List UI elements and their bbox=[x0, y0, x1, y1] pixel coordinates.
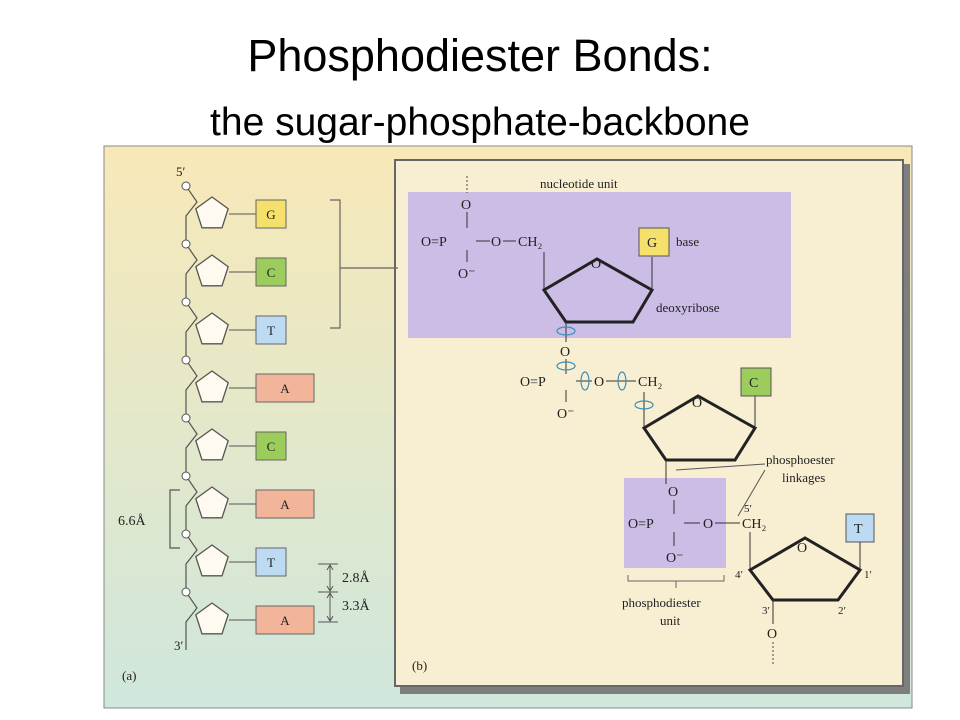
base-box-C bbox=[255, 257, 287, 287]
pos-2-label: 2′ bbox=[838, 605, 846, 617]
sugar-1-ring bbox=[541, 257, 655, 324]
p3-oxygen-minus: O⁻ bbox=[666, 551, 684, 566]
phosphate-bead bbox=[181, 239, 191, 249]
sugar1-ch2: CH₂ bbox=[518, 235, 542, 250]
phosphodiester-unit-highlight bbox=[624, 478, 726, 568]
phosphate-bead bbox=[181, 297, 191, 307]
base-G-letter: G bbox=[647, 236, 657, 251]
base-label: base bbox=[676, 234, 699, 249]
p3-ester-oxygen: O bbox=[703, 517, 713, 532]
base-letter: C bbox=[267, 265, 276, 280]
panel-b: nucleotide unit O O=P O CH₂ O⁻ O G base … bbox=[408, 176, 875, 673]
pos-4-label: 4′ bbox=[735, 569, 743, 581]
diester-line1: phosphodiester bbox=[622, 595, 701, 610]
base-letter: C bbox=[267, 439, 276, 454]
base-box-A bbox=[255, 605, 315, 635]
linkage-pointers bbox=[675, 463, 766, 517]
linkages-line1: phosphoester bbox=[766, 452, 835, 467]
sugar2-ring-oxygen: O bbox=[692, 396, 702, 411]
sugar-pentagon bbox=[195, 544, 229, 577]
base-letter: G bbox=[266, 207, 275, 222]
p3-double-oxygen: O=P bbox=[628, 517, 654, 532]
p1-ester-oxygen: O bbox=[491, 235, 501, 250]
panel-a-label: (a) bbox=[122, 668, 136, 683]
base-box-T bbox=[255, 547, 287, 577]
phosphate-bead bbox=[181, 587, 191, 597]
p1-oxygen-minus: O⁻ bbox=[458, 267, 476, 282]
p1-top-oxygen: O bbox=[461, 198, 471, 213]
panel-a: 5′ 3′ G C T A C A T A 6.6Å 2.8Å 3.3Å (a) bbox=[118, 164, 398, 683]
slide-title: Phosphodiester Bonds: bbox=[247, 30, 713, 81]
phosphate-bead bbox=[181, 529, 191, 539]
sugar-pentagon bbox=[195, 254, 229, 287]
base-box-G bbox=[255, 199, 287, 229]
diester-bracket bbox=[627, 575, 725, 588]
sugar-pentagon bbox=[195, 602, 229, 635]
base-letter: A bbox=[280, 381, 290, 396]
sugar1-ring-oxygen: O bbox=[591, 257, 601, 272]
p2-top-oxygen: O bbox=[560, 345, 570, 360]
p2-oxygen-minus: O⁻ bbox=[557, 407, 575, 422]
nucleotide-unit-label: nucleotide unit bbox=[540, 176, 618, 191]
base-T-box bbox=[845, 513, 875, 543]
p3-top-oxygen: O bbox=[668, 485, 678, 500]
base-C-letter: C bbox=[749, 376, 758, 391]
slide-subtitle: the sugar-phosphate-backbone bbox=[210, 101, 750, 144]
rotation-arrow-3 bbox=[580, 371, 590, 391]
sugar3-ch2: CH₂ bbox=[742, 517, 766, 532]
base-box-A bbox=[255, 489, 315, 519]
phosphate-bead bbox=[181, 471, 191, 481]
base-C-box bbox=[740, 367, 772, 397]
spacing-33-label: 3.3Å bbox=[342, 598, 371, 614]
unit-bracket bbox=[330, 199, 341, 329]
base-box-T bbox=[255, 315, 287, 345]
panel-b-label: (b) bbox=[412, 658, 427, 673]
base-letter: T bbox=[267, 555, 275, 570]
spacing-28-label: 2.8Å bbox=[342, 570, 371, 586]
rotation-arrow-4 bbox=[617, 371, 627, 391]
base-letter: A bbox=[280, 613, 290, 628]
p2-double-oxygen: O=P bbox=[520, 375, 546, 390]
p2-ester-oxygen: O bbox=[594, 375, 604, 390]
pos-3-label: 3′ bbox=[762, 605, 770, 617]
base-box-C bbox=[255, 431, 287, 461]
three-prime-label: 3′ bbox=[174, 638, 184, 653]
sugar3-3prime-oxygen: O bbox=[767, 627, 777, 642]
spacing-arrows bbox=[318, 563, 338, 623]
rotation-arrow-2 bbox=[556, 361, 576, 371]
nucleotide-list: G C T A C A T A bbox=[181, 181, 315, 635]
pos-1-label: 1′ bbox=[864, 569, 872, 581]
diester-line2: unit bbox=[660, 613, 681, 628]
pos-5-label: 5′ bbox=[744, 503, 752, 515]
base-G-box bbox=[638, 227, 670, 257]
sugar-pentagon bbox=[195, 428, 229, 461]
base-letter: T bbox=[267, 323, 275, 338]
base-T-letter: T bbox=[854, 522, 863, 537]
sugar-pentagon bbox=[195, 370, 229, 403]
phosphate-bead bbox=[181, 355, 191, 365]
phosphate-bead bbox=[181, 181, 191, 191]
sugar-pentagon bbox=[195, 486, 229, 519]
sugar3-ring-oxygen: O bbox=[797, 541, 807, 556]
nucleotide-unit-highlight bbox=[408, 192, 791, 338]
rotation-arrow-1 bbox=[556, 326, 576, 336]
base-letter: A bbox=[280, 497, 290, 512]
rotation-arrow-5 bbox=[634, 400, 654, 410]
sugar-2-ring bbox=[641, 394, 758, 462]
spacing-bracket bbox=[169, 489, 180, 549]
sugar-pentagon bbox=[195, 196, 229, 229]
sugar2-ch2: CH₂ bbox=[638, 375, 662, 390]
sugar-pentagon bbox=[195, 312, 229, 345]
linkages-line2: linkages bbox=[782, 470, 825, 485]
base-box-A bbox=[255, 373, 315, 403]
sugar-3-ring bbox=[747, 536, 863, 602]
five-prime-label: 5′ bbox=[176, 164, 186, 179]
spacing-66-label: 6.6Å bbox=[118, 513, 147, 529]
p1-double-oxygen: O=P bbox=[421, 235, 447, 250]
deoxyribose-label: deoxyribose bbox=[656, 300, 720, 315]
phosphate-bead bbox=[181, 413, 191, 423]
